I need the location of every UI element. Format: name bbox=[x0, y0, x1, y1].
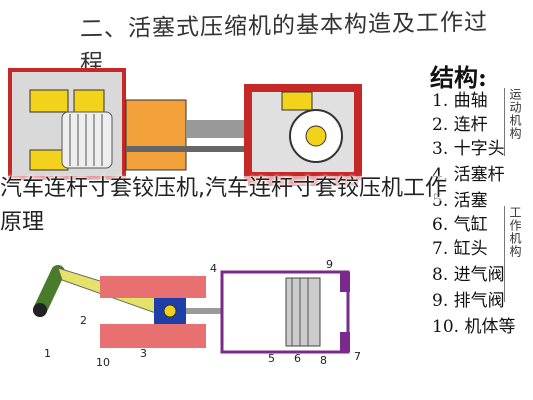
overlay-caption-line-1: 汽车连杆寸套铰压机,汽车连杆寸套铰压机工作 bbox=[0, 176, 447, 201]
crosshead-pin bbox=[163, 304, 177, 318]
part-2: 2. 连杆 bbox=[432, 115, 488, 135]
discharge-valve bbox=[340, 272, 350, 292]
piston-rod bbox=[126, 146, 266, 152]
diagram-number-7: 7 bbox=[354, 350, 361, 363]
structure-title: 结构: bbox=[430, 63, 487, 92]
diagram-number-6: 6 bbox=[294, 352, 301, 365]
diagram-number-10: 10 bbox=[96, 356, 110, 369]
piston-rings bbox=[61, 111, 113, 169]
valve-top-right bbox=[73, 89, 105, 113]
guide-bottom bbox=[100, 324, 206, 348]
diagram-number-2: 2 bbox=[80, 314, 87, 327]
part-4: 4. 活塞杆 bbox=[432, 165, 505, 185]
part-10: 10. 机体等 bbox=[432, 317, 516, 337]
group-label-drive: 运动机构 bbox=[504, 88, 524, 156]
group-label-work: 工作机构 bbox=[504, 206, 524, 302]
part-8: 8. 进气阀 bbox=[432, 265, 505, 285]
part-1: 1. 曲轴 bbox=[432, 91, 488, 111]
piston bbox=[285, 277, 321, 347]
diagram-number-4: 4 bbox=[210, 262, 217, 275]
crank-pin bbox=[305, 125, 327, 147]
guide-top bbox=[100, 276, 206, 298]
piston-rod-housing bbox=[186, 120, 256, 138]
diagram-number-9: 9 bbox=[326, 258, 333, 271]
part-9: 9. 排气阀 bbox=[432, 291, 505, 311]
cylinder bbox=[220, 270, 350, 354]
overlay-caption: 汽车连杆寸套铰压机,汽车连杆寸套铰压机工作 原理 bbox=[0, 172, 533, 240]
diagram-number-8: 8 bbox=[320, 354, 327, 367]
crosshead-guide bbox=[125, 99, 187, 171]
diagram-number-3: 3 bbox=[140, 347, 147, 360]
suction-valve bbox=[340, 332, 350, 352]
overlay-caption-line-2: 原理 bbox=[0, 210, 45, 235]
schematic-number-labels: 1 2 3 4 5 6 7 8 9 10 bbox=[44, 258, 361, 369]
crankshaft-center bbox=[33, 303, 47, 317]
crankshaft-arm bbox=[33, 265, 65, 317]
schematic: 1 2 3 4 5 6 7 8 9 10 bbox=[33, 258, 361, 369]
crankcase-top bbox=[281, 91, 313, 111]
diagram-number-5: 5 bbox=[268, 352, 275, 365]
diagram-number-1: 1 bbox=[44, 347, 51, 360]
valve-top-left bbox=[29, 89, 69, 113]
part-3: 3. 十字头 bbox=[432, 139, 505, 159]
part-6: 6. 气缸 bbox=[432, 215, 488, 235]
part-7: 7. 缸头 bbox=[432, 239, 488, 259]
